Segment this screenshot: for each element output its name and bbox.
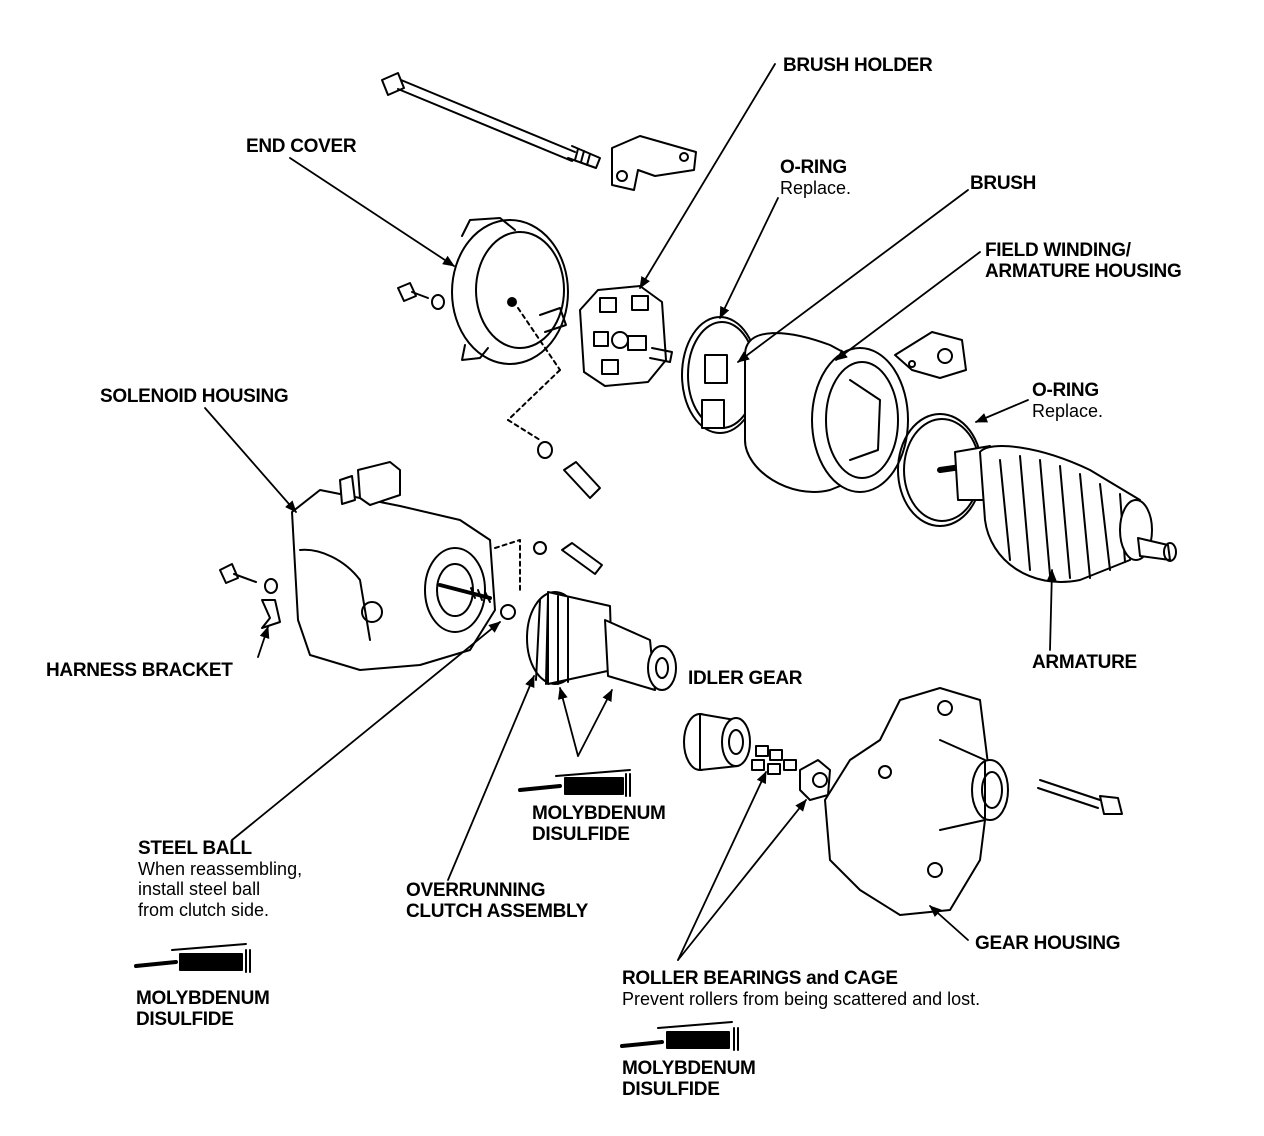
harness-bracket-part <box>219 563 281 629</box>
label-o-ring-1: O-RING Replace. <box>780 157 851 198</box>
label-gear-housing: GEAR HOUSING <box>975 933 1121 954</box>
harness-bracket-title: HARNESS BRACKET <box>46 660 233 681</box>
idler-gear-title: IDLER GEAR <box>688 668 803 689</box>
label-roller-bearings: ROLLER BEARINGS and CAGE Prevent rollers… <box>622 968 980 1009</box>
label-steel-ball: STEEL BALL When reassembling, install st… <box>138 838 302 920</box>
leader-lines <box>204 63 1057 961</box>
o-ring-2-note: Replace. <box>1032 401 1104 422</box>
label-idler-gear: IDLER GEAR <box>688 668 802 689</box>
gear-housing-part <box>824 687 1009 916</box>
roller-bearings-note: Prevent rollers from being scattered and… <box>622 989 981 1010</box>
field-winding-line-1: FIELD WINDING/ <box>985 240 1131 261</box>
label-field-winding: FIELD WINDING/ ARMATURE HOUSING <box>985 240 1182 283</box>
label-overrunning-clutch: OVERRUNNING CLUTCH ASSEMBLY <box>406 880 588 923</box>
label-moly-2: MOLYBDENUM DISULFIDE <box>136 988 270 1031</box>
terminal-bracket <box>611 135 697 191</box>
grease-tube-3 <box>620 1021 739 1051</box>
grease-tube-2 <box>134 943 251 973</box>
grease-tag-3: GREASE <box>672 1034 726 1048</box>
label-moly-1: MOLYBDENUM DISULFIDE <box>532 803 666 846</box>
label-harness-bracket: HARNESS BRACKET <box>46 660 233 681</box>
roller-bearings-title: ROLLER BEARINGS and CAGE <box>622 968 898 989</box>
grease-tube-1 <box>518 769 631 797</box>
moly-1-line-2: DISULFIDE <box>532 824 630 846</box>
overrunning-clutch-part <box>526 591 677 691</box>
brush-holder <box>579 285 673 387</box>
o-ring-1-note: Replace. <box>780 178 852 199</box>
label-end-cover: END COVER <box>246 136 357 157</box>
label-moly-3: MOLYBDENUM DISULFIDE <box>622 1058 756 1101</box>
moly-2-line-2: DISULFIDE <box>136 1009 234 1031</box>
gear-housing-title: GEAR HOUSING <box>975 933 1121 954</box>
roller-bearings-part <box>751 745 831 801</box>
brush-holder-title: BRUSH HOLDER <box>783 55 933 76</box>
end-cover-title: END COVER <box>246 136 357 157</box>
armature-part <box>937 445 1177 583</box>
housing-bracket <box>894 331 967 379</box>
solenoid-housing-title: SOLENOID HOUSING <box>100 386 289 407</box>
overrunning-line-1: OVERRUNNING <box>406 880 546 901</box>
cover-screw <box>397 282 445 310</box>
gear-housing-bolt <box>1037 779 1123 815</box>
field-winding-housing <box>701 332 909 493</box>
o-ring-2-title: O-RING <box>1032 380 1099 401</box>
grease-tag-2: GREASE <box>185 956 239 970</box>
label-solenoid-housing: SOLENOID HOUSING <box>100 386 289 407</box>
o-ring-1-title: O-RING <box>780 157 847 178</box>
moly-3-line-1: MOLYBDENUM <box>622 1058 756 1079</box>
idler-gear-part <box>683 713 751 771</box>
grease-tag-1: GREASE <box>569 780 623 794</box>
steel-ball-title: STEEL BALL <box>138 838 252 859</box>
moly-3-line-2: DISULFIDE <box>622 1079 720 1101</box>
label-brush: BRUSH <box>970 173 1036 194</box>
field-winding-line-2: ARMATURE HOUSING <box>985 261 1182 283</box>
label-o-ring-2: O-RING Replace. <box>1032 380 1103 421</box>
steel-ball-part <box>500 604 516 620</box>
steel-ball-note-2: install steel ball <box>138 879 261 900</box>
steel-ball-note-1: When reassembling, <box>138 859 303 880</box>
moly-1-line-1: MOLYBDENUM <box>532 803 666 824</box>
label-armature: ARMATURE <box>1032 652 1137 673</box>
through-bolt-top <box>381 72 601 169</box>
overrunning-line-2: CLUTCH ASSEMBLY <box>406 901 588 923</box>
brush-holder-screws <box>507 369 601 499</box>
end-cover <box>451 217 569 371</box>
armature-title: ARMATURE <box>1032 652 1137 673</box>
solenoid-housing-part <box>291 461 603 671</box>
steel-ball-note-3: from clutch side. <box>138 899 270 920</box>
label-brush-holder: BRUSH HOLDER <box>783 55 933 76</box>
brush-title: BRUSH <box>970 173 1037 194</box>
moly-2-line-1: MOLYBDENUM <box>136 988 270 1009</box>
